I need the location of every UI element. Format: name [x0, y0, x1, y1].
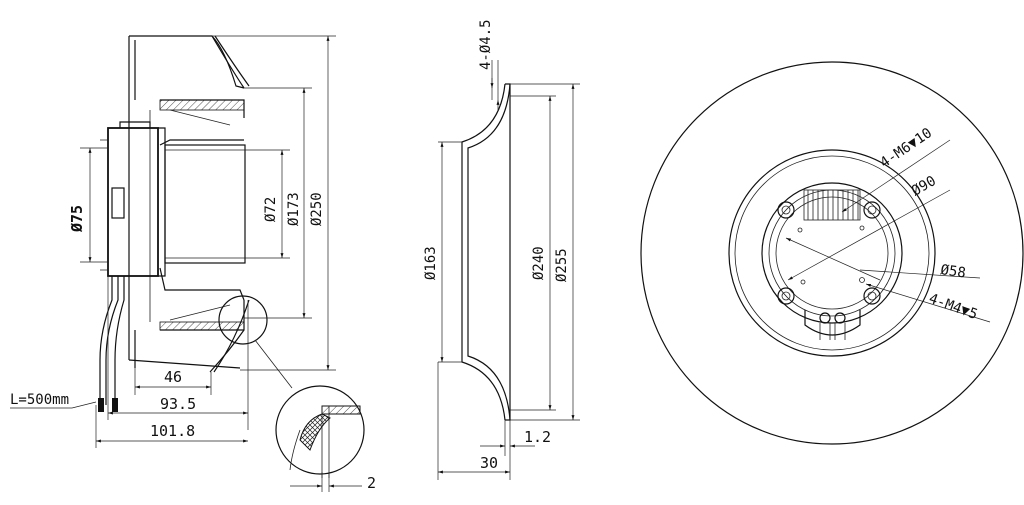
detail-marker-circle — [218, 295, 268, 345]
dim-m4-label: 4-M4▼5 — [927, 291, 980, 323]
outer-ring — [640, 61, 1024, 445]
dim-len93: 93.5 — [107, 276, 249, 430]
dim-holes-label: 4-Ø4.5 — [478, 19, 494, 70]
dim-thickness-label: 2 — [367, 474, 376, 492]
detail-view: 2 — [275, 385, 376, 492]
mounting-screw-tl — [777, 201, 795, 219]
dim-len93-label: 93.5 — [160, 395, 196, 413]
dim-d255: Ø255 — [510, 83, 580, 421]
dim-len30: 30 — [437, 362, 511, 480]
dim-d75: Ø75 — [68, 147, 108, 263]
impeller-outline — [128, 35, 250, 373]
dim-len101: 101.8 — [95, 405, 248, 448]
dim-d163-label: Ø163 — [423, 246, 439, 280]
side-view: Ø75 Ø72 Ø173 Ø250 46 93.5 — [10, 35, 336, 448]
cable-gland — [804, 310, 861, 340]
dim-d173: Ø173 — [244, 87, 312, 319]
mounting-screw-tr — [863, 201, 881, 219]
detail-leader — [254, 339, 293, 389]
dim-len46: 46 — [134, 368, 212, 395]
dim-d90-label: Ø90 — [909, 173, 939, 200]
dim-d72: Ø72 — [245, 149, 290, 259]
dim-d255-label: Ø255 — [554, 248, 570, 282]
heat-sink — [803, 189, 861, 221]
dim-d250-label: Ø250 — [309, 192, 325, 226]
section-view: 4-Ø4.5 Ø163 Ø240 Ø255 30 — [423, 19, 580, 480]
front-view: 4-M6▼10 Ø90 Ø58 4-M4▼5 — [640, 61, 1024, 445]
dim-len101-label: 101.8 — [150, 422, 195, 440]
dim-d163: Ø163 — [423, 142, 444, 362]
mounting-screw-br — [863, 287, 881, 305]
dim-len12-label: 1.2 — [524, 428, 551, 446]
dim-d240: Ø240 — [510, 95, 556, 411]
dim-d75-label: Ø75 — [68, 205, 86, 233]
motor-cables — [98, 276, 125, 412]
dim-d58-label: Ø58 — [939, 262, 966, 281]
motor-body — [100, 121, 246, 277]
dim-cable-label: L=500mm — [10, 392, 69, 408]
mounting-screw-bl — [777, 287, 795, 305]
dim-d173-label: Ø173 — [286, 192, 302, 226]
dim-d250: Ø250 — [212, 35, 336, 371]
dim-m6-label: 4-M6▼10 — [877, 125, 935, 171]
dim-d72-label: Ø72 — [263, 197, 279, 222]
dim-cable-length: L=500mm — [10, 392, 97, 409]
dim-holes: 4-Ø4.5 — [478, 19, 500, 110]
dim-len12: 1.2 — [480, 420, 551, 456]
dim-d240-label: Ø240 — [531, 246, 547, 280]
detail-circle — [275, 385, 365, 475]
dim-len46-label: 46 — [164, 368, 182, 386]
dim-len30-label: 30 — [480, 454, 498, 472]
dim-d58: Ø58 — [785, 237, 981, 281]
